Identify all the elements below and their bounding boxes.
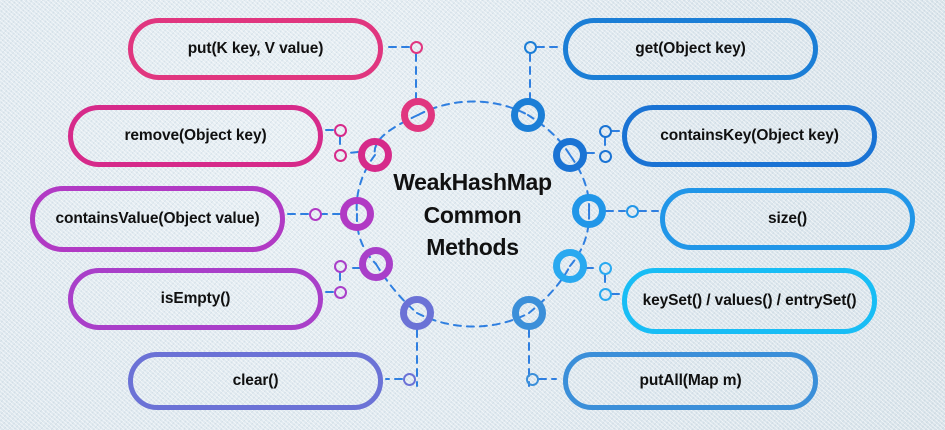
ring-node-put-all[interactable]	[512, 296, 546, 330]
method-pill-size-label: size()	[767, 210, 808, 228]
method-pill-put[interactable]: put(K key, V value)	[128, 18, 383, 80]
connector-dot-contains-key-b	[599, 150, 612, 163]
ring-node-is-empty[interactable]	[359, 247, 393, 281]
method-pill-clear[interactable]: clear()	[128, 352, 383, 410]
connector-dot-is-empty-b	[334, 286, 347, 299]
method-pill-get-label: get(Object key)	[635, 40, 746, 58]
method-pill-contains-value-label: containsValue(Object value)	[55, 210, 260, 228]
connector-dot-remove-a	[334, 124, 347, 137]
center-title-line-1: WeakHashMap	[393, 169, 552, 195]
method-pill-put-label: put(K key, V value)	[187, 40, 324, 58]
method-pill-put-all-label: putAll(Map m)	[639, 372, 742, 390]
connector-dot-remove-b	[334, 149, 347, 162]
method-pill-is-empty-label: isEmpty()	[160, 290, 231, 308]
wire-remove-node	[347, 151, 359, 154]
connector-dot-contains-key-a	[599, 125, 612, 138]
method-pill-clear-label: clear()	[232, 372, 279, 390]
connector-dot-put	[410, 41, 423, 54]
method-pill-contains-value[interactable]: containsValue(Object value)	[30, 186, 285, 252]
ring-node-put[interactable]	[401, 98, 435, 132]
connector-dot-is-empty-a	[334, 260, 347, 273]
connector-dot-size	[626, 205, 639, 218]
method-pill-key-set[interactable]: keySet() / values() / entrySet()	[622, 268, 877, 334]
method-pill-contains-key-label: containsKey(Object key)	[660, 127, 839, 145]
method-pill-get[interactable]: get(Object key)	[563, 18, 818, 80]
connector-dot-key-set-a	[599, 262, 612, 275]
center-title-line-2: Common	[423, 201, 522, 228]
method-pill-remove[interactable]: remove(Object key)	[68, 105, 323, 167]
connector-dot-get	[524, 41, 537, 54]
connector-dot-key-set-b	[599, 288, 612, 301]
connector-dot-contains-value	[309, 208, 322, 221]
ring-node-get[interactable]	[511, 98, 545, 132]
method-pill-is-empty[interactable]: isEmpty()	[68, 268, 323, 330]
center-title: WeakHashMap Common Methods	[360, 166, 585, 264]
ring-node-remove[interactable]	[358, 138, 392, 172]
center-title-line-3: Methods	[426, 234, 519, 261]
method-pill-remove-label: remove(Object key)	[124, 127, 267, 145]
ring-node-size[interactable]	[572, 194, 606, 228]
method-pill-put-all[interactable]: putAll(Map m)	[563, 352, 818, 410]
method-pill-key-set-label: keySet() / values() / entrySet()	[642, 292, 857, 310]
connector-dot-clear	[403, 373, 416, 386]
ring-node-contains-value[interactable]	[340, 197, 374, 231]
method-pill-size[interactable]: size()	[660, 188, 915, 250]
ring-node-contains-key[interactable]	[553, 138, 587, 172]
ring-node-clear[interactable]	[400, 296, 434, 330]
method-pill-contains-key[interactable]: containsKey(Object key)	[622, 105, 877, 167]
connector-dot-put-all	[526, 373, 539, 386]
ring-node-key-set[interactable]	[553, 249, 587, 283]
